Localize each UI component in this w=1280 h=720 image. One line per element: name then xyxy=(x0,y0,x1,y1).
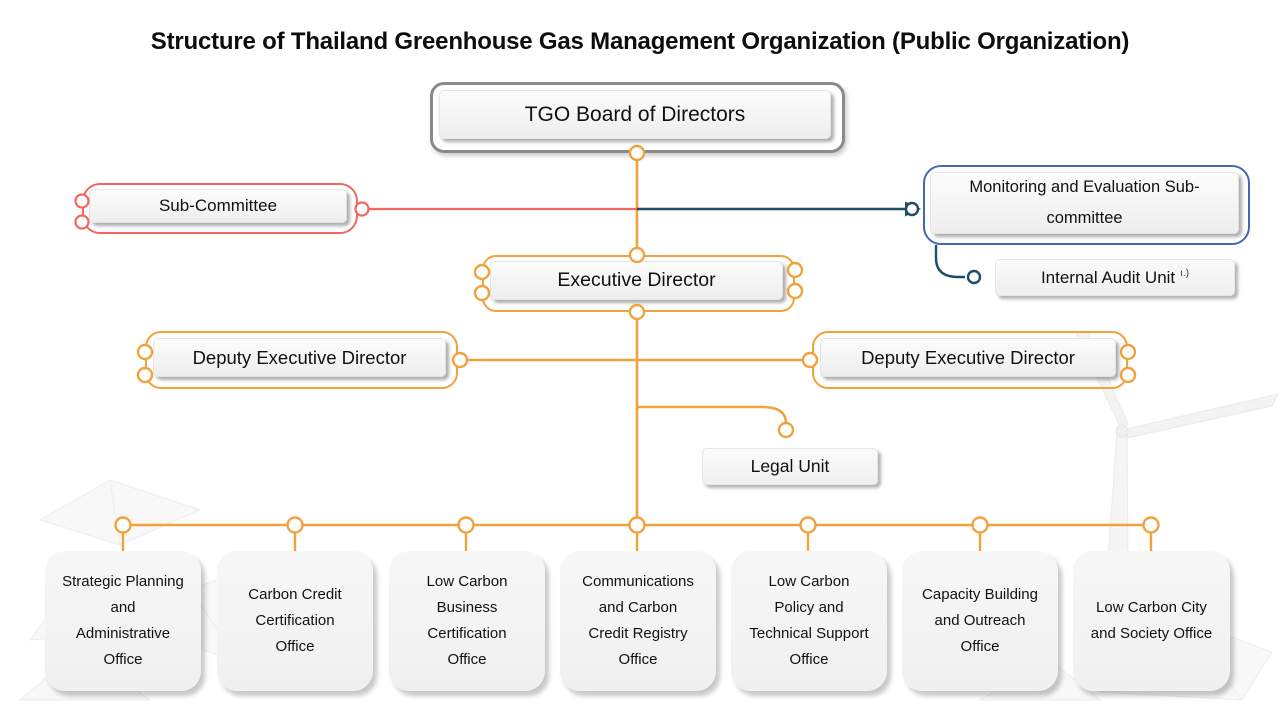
mesh-triangle xyxy=(38,479,121,546)
node-label: Carbon Credit Certification Office xyxy=(248,586,342,655)
node-label: Sub-Committee xyxy=(158,196,278,215)
node-legal-unit: Legal Unit xyxy=(702,448,878,485)
node-label: Communications and Carbon Credit Registr… xyxy=(582,573,694,668)
turbine-hub xyxy=(1115,424,1129,438)
connector-monitoring-arrow xyxy=(905,201,921,217)
connector-dot xyxy=(966,269,982,285)
node-plate: Sub-Committee xyxy=(89,189,347,223)
connector-dot xyxy=(1142,516,1160,534)
node-label: Low Carbon Policy and Technical Support … xyxy=(749,573,869,668)
node-label: Strategic Planning and Administrative Of… xyxy=(62,573,184,668)
page-title: Structure of Thailand Greenhouse Gas Man… xyxy=(150,28,1130,55)
node-label: Deputy Executive Director xyxy=(861,346,1075,368)
connector-dot xyxy=(904,201,920,217)
node-plate: Executive Director xyxy=(490,261,783,300)
node-label: Capacity Building and Outreach Office xyxy=(922,586,1038,655)
node-label-suffix: ı.) xyxy=(1180,268,1190,279)
connector-dot xyxy=(114,516,132,534)
node-office-low-carbon-city: Low Carbon City and Society Office xyxy=(1073,551,1230,691)
node-office-low-carbon-business: Low Carbon Business Certification Office xyxy=(389,551,545,691)
connector-dot xyxy=(799,516,817,534)
turbine-blade xyxy=(1121,393,1279,439)
connector-legal-branch xyxy=(638,405,788,424)
node-office-carbon-credit-certification: Carbon Credit Certification Office xyxy=(217,551,373,691)
node-label: Internal Audit Unit xyxy=(1040,267,1176,287)
node-internal-audit-unit: Internal Audit Unit ı.) xyxy=(995,259,1235,296)
turbine-tower xyxy=(1107,431,1129,561)
connector-internal-audit-curve xyxy=(934,245,965,279)
node-office-strategic-planning: Strategic Planning and Administrative Of… xyxy=(45,551,201,691)
node-plate: Monitoring and Evaluation Sub-committee xyxy=(930,172,1239,234)
node-office-capacity-building: Capacity Building and Outreach Office xyxy=(902,551,1058,691)
node-executive-director: Executive Director xyxy=(482,255,795,312)
node-office-low-carbon-policy: Low Carbon Policy and Technical Support … xyxy=(731,551,887,691)
connector-dot xyxy=(628,516,646,534)
node-office-communications-registry: Communications and Carbon Credit Registr… xyxy=(560,551,716,691)
node-label: Executive Director xyxy=(557,269,716,291)
node-label: Monitoring and Evaluation Sub-committee xyxy=(969,178,1200,227)
node-label: Legal Unit xyxy=(750,456,830,476)
node-label: Low Carbon Business Certification Office xyxy=(426,573,508,668)
node-monitoring-subcommittee: Monitoring and Evaluation Sub-committee xyxy=(923,165,1250,245)
connector-dot xyxy=(286,516,304,534)
connector-dot xyxy=(971,516,989,534)
node-plate: Deputy Executive Director xyxy=(153,338,446,377)
node-deputy-executive-director-right: Deputy Executive Director xyxy=(812,331,1128,389)
node-board-of-directors: TGO Board of Directors xyxy=(430,82,845,153)
node-label: Deputy Executive Director xyxy=(192,346,407,368)
mesh-triangle xyxy=(109,479,202,546)
node-label: Low Carbon City and Society Office xyxy=(1090,599,1213,642)
node-label: TGO Board of Directors xyxy=(524,102,746,126)
node-plate: Deputy Executive Director xyxy=(820,338,1116,377)
connector-dot xyxy=(777,421,795,439)
node-deputy-executive-director-left: Deputy Executive Director xyxy=(145,331,458,389)
connector-dot xyxy=(457,516,475,534)
node-sub-committee: Sub-Committee xyxy=(82,183,358,234)
node-plate: TGO Board of Directors xyxy=(439,90,831,139)
